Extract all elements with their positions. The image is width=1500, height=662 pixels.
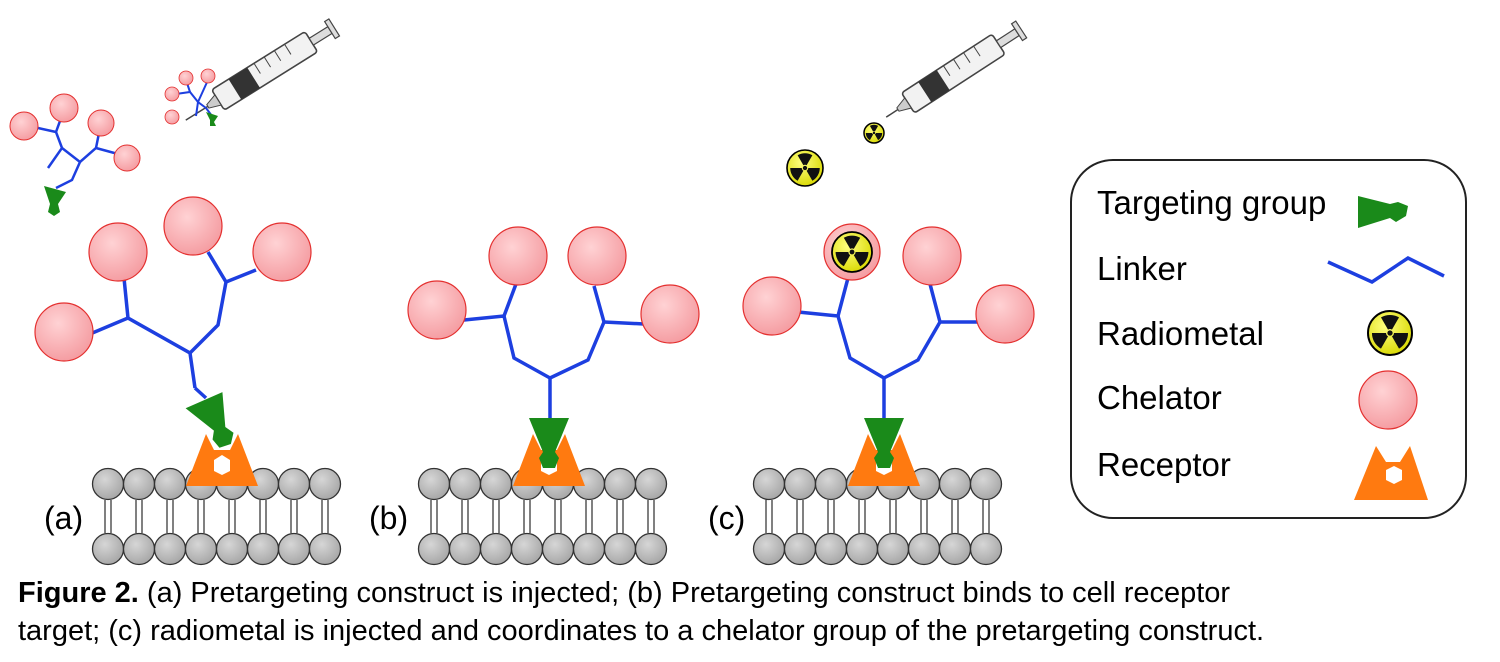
radiometal-injected bbox=[863, 122, 885, 144]
cell-membrane-c bbox=[752, 467, 1003, 566]
receptor-a bbox=[186, 434, 258, 486]
panel-label-c: (c) bbox=[708, 500, 745, 536]
linker-icon bbox=[1327, 255, 1445, 284]
figure-caption: Figure 2. (a) Pretargeting construct is … bbox=[18, 574, 1488, 650]
panel-a bbox=[34, 196, 312, 400]
radiometal-free bbox=[786, 149, 824, 187]
panel-b bbox=[407, 226, 700, 418]
chelator bbox=[488, 226, 548, 286]
chelator bbox=[163, 196, 223, 256]
targeting-group-icon bbox=[44, 186, 66, 216]
chelator bbox=[9, 111, 39, 141]
legend-label-linker: Linker bbox=[1097, 250, 1187, 287]
injected-construct-mini bbox=[164, 68, 218, 126]
legend-label-radiometal: Radiometal bbox=[1097, 315, 1264, 352]
targeting-group-c bbox=[864, 418, 904, 468]
radiometal-bound bbox=[831, 231, 873, 273]
chelator bbox=[49, 93, 79, 123]
panel-c bbox=[742, 223, 1035, 418]
caption-line-1: (a) Pretargeting construct is injected; … bbox=[138, 577, 1231, 609]
chelator-icon bbox=[1358, 370, 1418, 430]
chelator bbox=[113, 144, 141, 172]
cell-membrane-b bbox=[417, 467, 668, 566]
chelator bbox=[34, 302, 94, 362]
chelator bbox=[975, 284, 1035, 344]
chelator bbox=[407, 280, 467, 340]
chelator bbox=[902, 226, 962, 286]
chelator bbox=[88, 222, 148, 282]
legend-label-chelator: Chelator bbox=[1097, 379, 1222, 416]
panel-label-a: (a) bbox=[44, 500, 83, 536]
legend-label-receptor: Receptor bbox=[1097, 446, 1231, 483]
targeting-group-icon bbox=[1358, 196, 1408, 228]
targeting-group-b bbox=[529, 418, 569, 468]
free-construct-small bbox=[9, 93, 141, 216]
chelator bbox=[640, 284, 700, 344]
panel-label-b: (b) bbox=[369, 500, 408, 536]
syringe-icon bbox=[185, 18, 341, 121]
chelator bbox=[567, 226, 627, 286]
legend-box bbox=[1070, 159, 1467, 519]
chelator bbox=[742, 276, 802, 336]
radiometal-icon bbox=[1367, 310, 1413, 356]
chelator bbox=[87, 109, 115, 137]
legend-label-targeting: Targeting group bbox=[1097, 184, 1326, 221]
chelator bbox=[252, 222, 312, 282]
syringe-icon bbox=[885, 20, 1028, 118]
caption-lead: Figure 2. bbox=[18, 577, 139, 609]
caption-line-2: target; (c) radiometal is injected and c… bbox=[18, 615, 1265, 647]
targeting-group-a bbox=[185, 392, 234, 448]
